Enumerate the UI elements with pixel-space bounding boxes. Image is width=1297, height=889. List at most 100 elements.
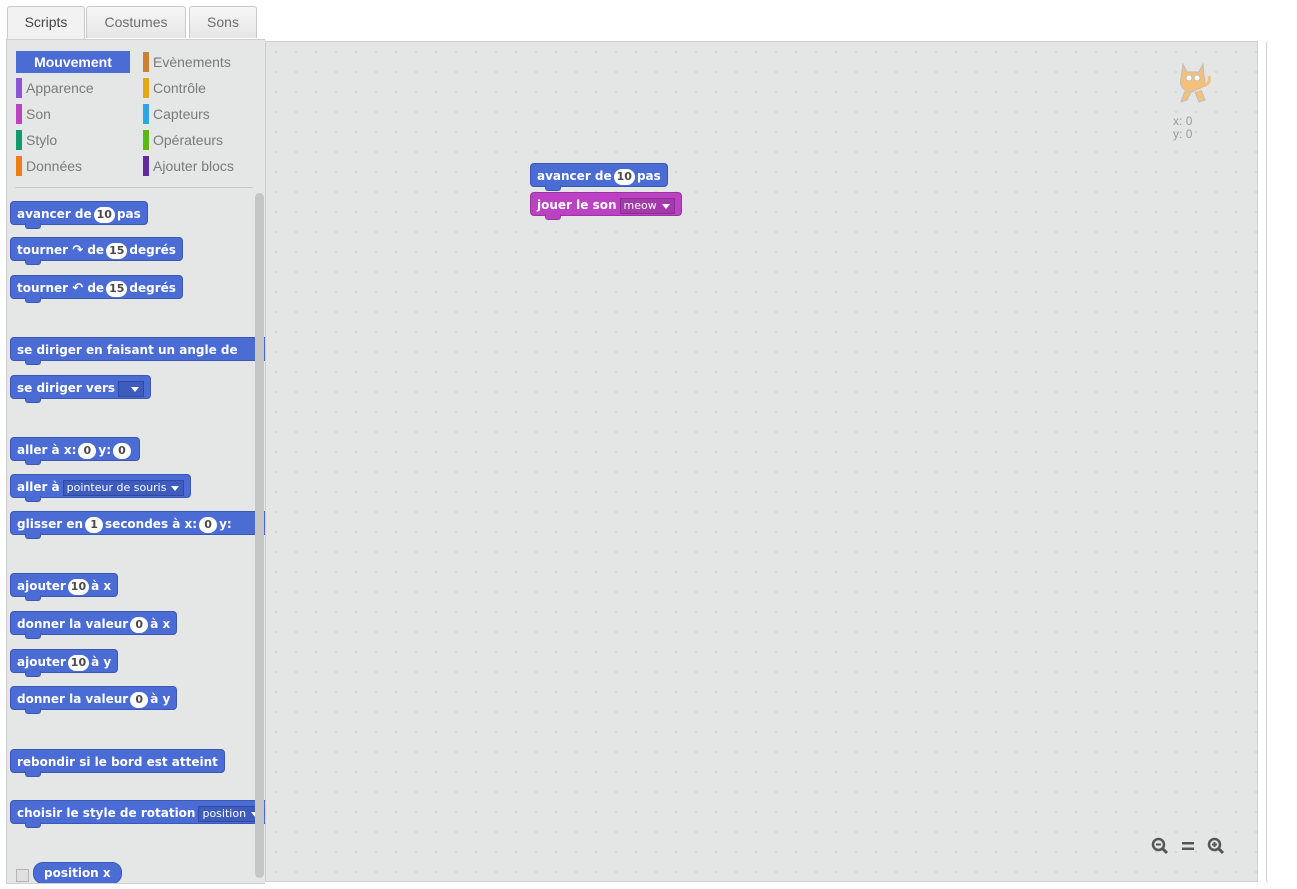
- x-position-checkbox[interactable]: [16, 869, 29, 882]
- x-input[interactable]: 0: [199, 516, 218, 533]
- y-value-input[interactable]: 0: [130, 691, 149, 708]
- block-point-in-direction[interactable]: se diriger en faisant un angle de: [10, 337, 265, 365]
- category-sound[interactable]: Son: [16, 103, 136, 125]
- tab-sounds[interactable]: Sons: [189, 6, 257, 38]
- x-value-input[interactable]: 0: [130, 616, 149, 633]
- dy-input[interactable]: 10: [67, 654, 90, 671]
- block-text: ajouter: [17, 655, 66, 669]
- category-looks[interactable]: Apparence: [16, 77, 136, 99]
- reporter-x-position[interactable]: position x: [33, 862, 122, 883]
- block-text: se diriger en faisant un angle de: [17, 343, 238, 357]
- block-text: tourner: [17, 281, 69, 295]
- block-text: à x: [150, 617, 171, 631]
- block-text: pas: [636, 169, 661, 183]
- x-input[interactable]: 0: [78, 442, 97, 459]
- dx-input[interactable]: 10: [67, 578, 90, 595]
- more-blocks-swatch: [143, 156, 149, 176]
- block-text: ajouter: [17, 579, 66, 593]
- seconds-input[interactable]: 1: [85, 516, 104, 533]
- sprite-cat-icon: [1180, 62, 1211, 103]
- category-sensing[interactable]: Capteurs: [143, 103, 261, 125]
- block-text: à x: [91, 579, 112, 593]
- block-point-towards[interactable]: se diriger vers: [10, 375, 152, 403]
- block-text: se diriger vers: [17, 381, 116, 395]
- palette-scrollbar[interactable]: [255, 193, 264, 878]
- x-value: 0: [1185, 114, 1193, 128]
- zoom-reset-button[interactable]: [1177, 835, 1199, 857]
- category-label: Apparence: [26, 80, 94, 96]
- sound-dropdown[interactable]: meow: [619, 197, 675, 214]
- block-text: aller à x:: [17, 443, 77, 457]
- category-control[interactable]: Contrôle: [143, 77, 261, 99]
- y-input[interactable]: 0: [113, 442, 131, 459]
- steps-input[interactable]: 10: [613, 168, 635, 185]
- zoom-in-icon: [1207, 837, 1225, 855]
- x-label: x:: [1173, 114, 1183, 128]
- block-text: glisser en: [17, 517, 84, 531]
- category-operators[interactable]: Opérateurs: [143, 129, 261, 151]
- block-palette: Mouvement Apparence Son Stylo Données Ev…: [6, 39, 265, 884]
- block-text: pas: [116, 207, 141, 221]
- block-text: donner la valeur: [17, 692, 129, 706]
- block-text: avancer de: [537, 169, 612, 183]
- sprite-info: x: 0 y: 0: [1173, 58, 1217, 141]
- category-more-blocks[interactable]: Ajouter blocs: [143, 155, 261, 177]
- control-swatch: [143, 78, 149, 98]
- zoom-out-button[interactable]: [1149, 835, 1171, 857]
- block-text: de: [87, 281, 105, 295]
- block-text: aller à: [17, 480, 60, 494]
- category-label: Contrôle: [153, 80, 206, 96]
- zoom-in-button[interactable]: [1205, 835, 1227, 857]
- stage-panel-edge: [1266, 41, 1269, 883]
- tab-costumes[interactable]: Costumes: [86, 6, 186, 38]
- events-swatch: [143, 52, 149, 72]
- category-label: Capteurs: [153, 106, 210, 122]
- degrees-input[interactable]: 15: [106, 242, 128, 259]
- looks-swatch: [16, 78, 22, 98]
- rotate-counterclockwise-icon: ↶: [72, 281, 84, 296]
- zoom-controls: [1149, 835, 1227, 857]
- category-label: Ajouter blocs: [153, 158, 234, 174]
- block-text: donner la valeur: [17, 617, 129, 631]
- block-bounce-on-edge[interactable]: rebondir si le bord est atteint: [10, 749, 225, 777]
- category-label: Stylo: [26, 132, 58, 148]
- category-label: Evènements: [153, 54, 231, 70]
- block-text: degrés: [129, 243, 176, 257]
- block-text: avancer de: [17, 207, 92, 221]
- block-text: à y: [150, 692, 171, 706]
- block-text: position x: [44, 866, 111, 880]
- category-label: Son: [26, 106, 51, 122]
- tab-scripts[interactable]: Scripts: [7, 6, 85, 40]
- sprite-x-coord: x: 0: [1173, 115, 1217, 128]
- category-data[interactable]: Données: [16, 155, 136, 177]
- block-text: rebondir si le bord est atteint: [17, 755, 218, 769]
- rotation-style-dropdown[interactable]: position: [198, 805, 265, 822]
- steps-input[interactable]: 10: [93, 206, 115, 223]
- data-swatch: [16, 156, 22, 176]
- category-pen[interactable]: Stylo: [16, 129, 136, 151]
- block-text: secondes à x:: [105, 517, 198, 531]
- category-events[interactable]: Evènements: [143, 51, 261, 73]
- category-label: Données: [26, 158, 83, 174]
- degrees-input[interactable]: 15: [106, 280, 128, 297]
- rotate-clockwise-icon: ↷: [72, 243, 84, 258]
- block-text: à y: [91, 655, 112, 669]
- goto-target-dropdown[interactable]: pointeur de souris: [62, 479, 185, 496]
- operators-swatch: [143, 130, 149, 150]
- category-motion[interactable]: Mouvement: [16, 51, 130, 73]
- towards-dropdown[interactable]: [118, 380, 145, 397]
